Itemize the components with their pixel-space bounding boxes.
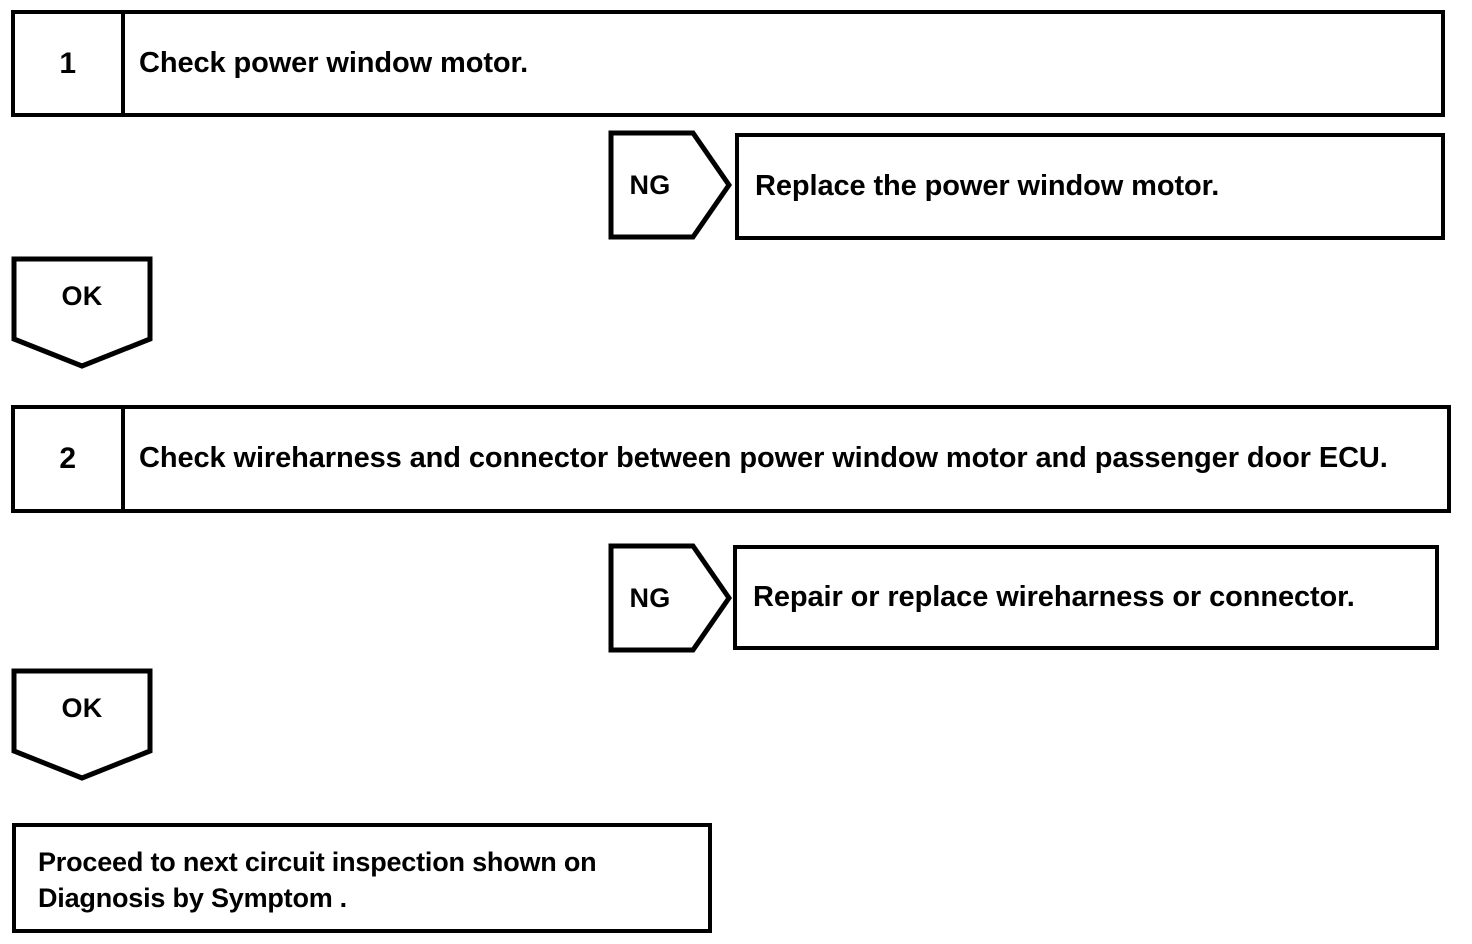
final-text-line-2: Diagnosis by Symptom	[38, 882, 333, 913]
final-text-line-1: Proceed to next circuit inspection shown…	[38, 847, 597, 877]
step-box-1: 1 Check power window motor.	[11, 10, 1445, 117]
ng-arrow-1: NG	[608, 130, 732, 240]
step-text-2: Check wireharness and connector between …	[139, 442, 1388, 475]
ng-result-text-1: Replace the power window motor.	[755, 170, 1220, 202]
ok-arrow-1: OK	[11, 256, 153, 369]
ng-arrow-1-label: NG	[629, 169, 671, 200]
ok-arrow-1-label: OK	[61, 280, 103, 311]
step-box-2: 2 Check wireharness and connector betwee…	[11, 405, 1451, 513]
final-text-period: .	[339, 882, 348, 913]
step-number-2: 2	[15, 409, 125, 509]
ok-arrow-2-label: OK	[61, 692, 103, 723]
ng-result-box-2: Repair or replace wireharness or connect…	[733, 545, 1439, 650]
step-text-1: Check power window motor.	[139, 46, 529, 79]
ng-result-box-1: Replace the power window motor.	[735, 133, 1445, 240]
ok-arrow-2: OK	[11, 668, 153, 781]
final-proceed-box: Proceed to next circuit inspection shown…	[12, 823, 712, 933]
ng-arrow-2: NG	[608, 543, 732, 653]
step-number-1: 1	[15, 14, 125, 113]
ng-result-text-2: Repair or replace wireharness or connect…	[753, 581, 1355, 613]
ng-arrow-2-label: NG	[629, 582, 671, 613]
